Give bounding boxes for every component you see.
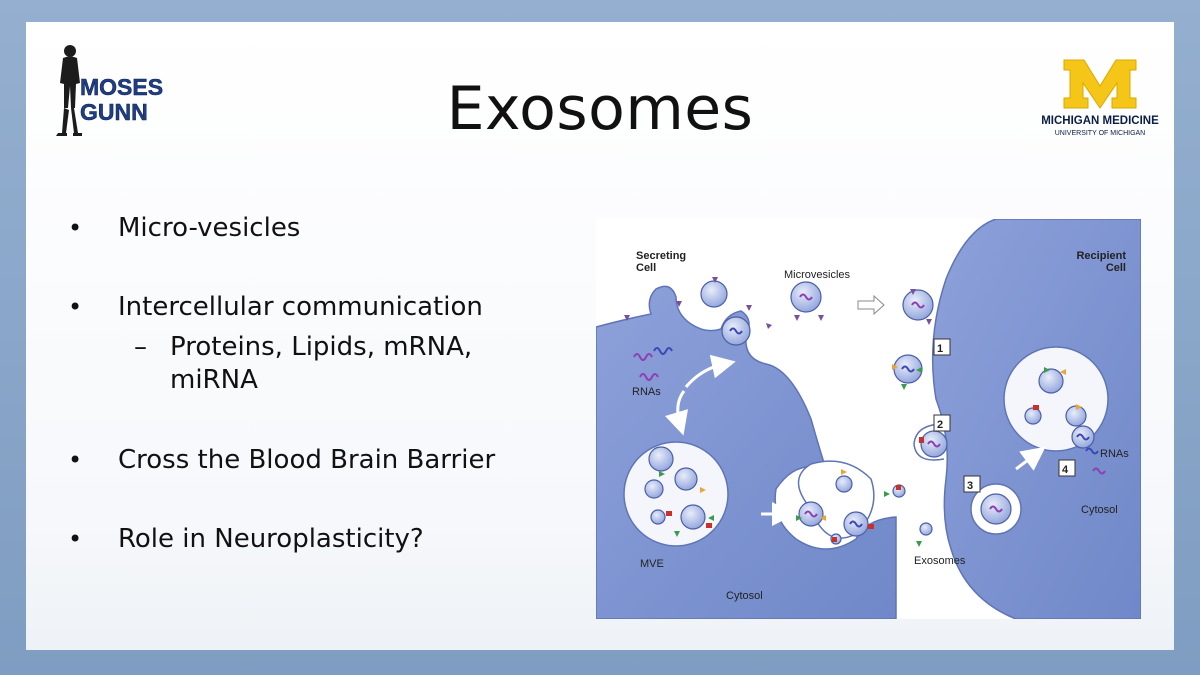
bullet-text: Micro-vesicles: [118, 213, 301, 243]
exosomes-label: Exosomes: [914, 555, 966, 567]
red-markers: [666, 405, 1039, 542]
cytosol-left-label: Cytosol: [726, 590, 763, 602]
arrows: [665, 354, 1046, 526]
logo-left-line2: GUNN: [80, 99, 148, 125]
exosome-diagram: 1 2 3 4 Secreting Cell Recipient Cell Mi…: [596, 219, 1141, 619]
step-3-label: 3: [967, 480, 973, 492]
bullet-item: Micro-vesicles: [68, 212, 568, 244]
bullet-item: Role in Neuroplasticity?: [68, 523, 568, 555]
recipient-cell-label-1: Recipient: [1076, 250, 1126, 262]
sub-bullet-item: Proteins, Lipids, mRNA, miRNA: [118, 331, 568, 397]
logo-right-line1: MICHIGAN MEDICINE: [1041, 115, 1159, 127]
bullet-item: Intercellular communication Proteins, Li…: [68, 291, 568, 397]
recipient-mve: [1003, 346, 1109, 452]
rnas-left-label: RNAs: [632, 386, 661, 398]
mve-label: MVE: [640, 558, 664, 570]
block-m-icon: [1063, 59, 1137, 109]
sub-bullet-list: Proteins, Lipids, mRNA, miRNA: [118, 331, 568, 397]
rna-strands: [633, 293, 1106, 528]
bullet-text: Role in Neuroplasticity?: [118, 524, 424, 554]
step-boxes: [933, 338, 1076, 493]
michigan-medicine-logo: MICHIGAN MEDICINE UNIVERSITY OF MICHIGAN: [1041, 59, 1159, 137]
secreting-cell-label-2: Cell: [636, 262, 656, 274]
protein-markers: [624, 277, 1082, 547]
cytosol-right-label: Cytosol: [1081, 504, 1118, 516]
bullet-item: Cross the Blood Brain Barrier: [68, 444, 568, 476]
secreting-cell-label-1: Secreting: [636, 250, 686, 262]
step-2-label: 2: [937, 419, 943, 431]
microvesicles-label: Microvesicles: [784, 269, 851, 281]
diagram-labels: 1 2 3 4 Secreting Cell Recipient Cell Mi…: [632, 250, 1129, 602]
slide: MOSES GUNN MICHIGAN MEDICINE UNIVERSITY …: [26, 22, 1174, 650]
recipient-cell-label-2: Cell: [1106, 262, 1126, 274]
bullet-text: Intercellular communication: [118, 292, 483, 322]
rnas-right-label: RNAs: [1100, 448, 1129, 460]
bullet-list: Micro-vesicles Intercellular communicati…: [68, 212, 568, 602]
figure-silhouette: [56, 45, 82, 136]
arrow-right-icon: [857, 294, 885, 316]
secreting-mve: [623, 441, 729, 547]
step-4-label: 4: [1062, 464, 1069, 476]
slide-title: Exosomes: [446, 74, 754, 144]
logo-right-line2: UNIVERSITY OF MICHIGAN: [1055, 130, 1146, 137]
step-1-label: 1: [937, 343, 943, 355]
logo-left-line1: MOSES: [80, 74, 163, 100]
bullet-text: Cross the Blood Brain Barrier: [118, 445, 496, 475]
moses-gunn-logo: MOSES GUNN: [56, 45, 163, 136]
